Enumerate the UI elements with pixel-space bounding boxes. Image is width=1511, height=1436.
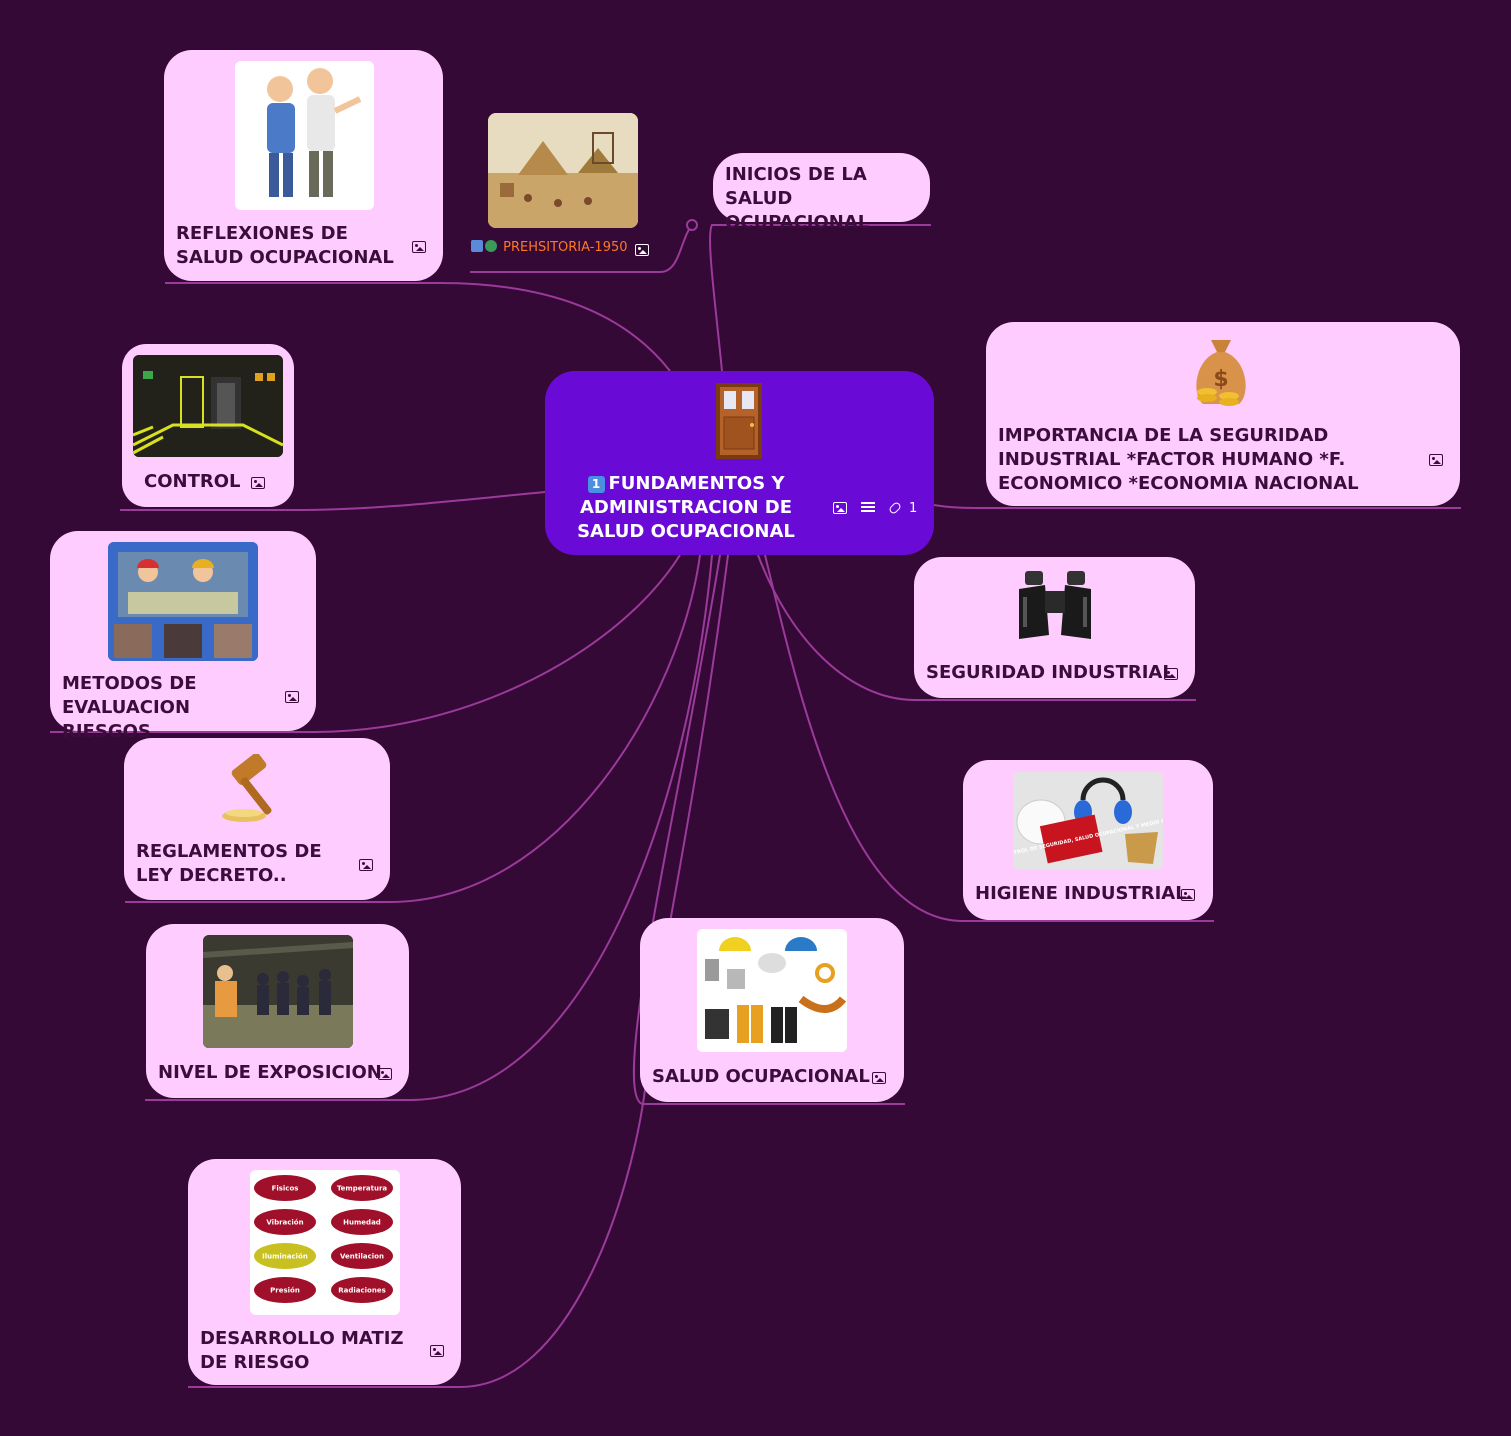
- metodos-label: METODOS DE EVALUACION RIESGOS: [62, 673, 197, 742]
- node-inicios[interactable]: INICIOS DE LA SALUD OCUPACIONAL: [713, 153, 930, 233]
- image-icon[interactable]: [251, 477, 265, 489]
- door-icon: [716, 383, 762, 459]
- image-icon[interactable]: [430, 1345, 444, 1357]
- edge-metodos: [50, 554, 681, 733]
- metodos-image: [108, 542, 258, 661]
- notes-icon[interactable]: [861, 502, 875, 514]
- svg-text:$: $: [1213, 367, 1228, 392]
- node-metodos[interactable]: METODOS DE EVALUACION RIESGOS: [50, 531, 316, 742]
- risk-pill: [254, 1277, 316, 1303]
- control-label: CONTROL: [144, 471, 241, 492]
- higiene-image: PARÁMETROS DE CONTROL DE SEGURIDAD, SALU…: [1013, 772, 1163, 869]
- control-image: [133, 355, 283, 457]
- risk-pill-label: Temperatura: [337, 1185, 388, 1193]
- reflexiones-label: REFLEXIONES DE SALUD OCUPACIONAL: [176, 223, 394, 268]
- money-bag-icon: $: [1196, 340, 1246, 406]
- edge-inicios: [709, 224, 931, 372]
- back-arrow-icon: [471, 240, 483, 252]
- node-higiene[interactable]: PARÁMETROS DE CONTROL DE SEGURIDAD, SALU…: [963, 760, 1213, 920]
- image-icon[interactable]: [1164, 668, 1178, 680]
- image-icon[interactable]: [635, 244, 649, 256]
- edge-prehistoria: [470, 224, 693, 273]
- reglamentos-label: REGLAMENTOS DE LEY DECRETO..: [136, 841, 322, 886]
- edge-nivel: [145, 554, 713, 1101]
- edge-reglamentos: [125, 554, 701, 903]
- node-control[interactable]: CONTROL: [122, 344, 294, 507]
- nivel-label: NIVEL DE EXPOSICION: [158, 1062, 382, 1083]
- risk-pill-label: Fisicos: [272, 1185, 299, 1193]
- link-count: 1: [909, 501, 918, 516]
- salud-image: [697, 929, 847, 1052]
- desarrollo-label: DESARROLLO MATIZ DE RIESGO: [200, 1328, 404, 1373]
- junction-dot: [686, 219, 698, 231]
- number-badge: 1: [587, 476, 605, 493]
- higiene-label: HIGIENE INDUSTRIAL: [975, 883, 1187, 904]
- binoculars-icon: [1019, 571, 1091, 639]
- link-icon[interactable]: [887, 500, 903, 516]
- image-icon[interactable]: [833, 502, 847, 514]
- risk-pill-label: Humedad: [343, 1219, 381, 1227]
- prehistoria-node[interactable]: PREHSITORIA-1950: [471, 240, 628, 255]
- image-icon[interactable]: [412, 241, 426, 253]
- node-salud[interactable]: SALUD OCUPACIONAL: [640, 918, 904, 1102]
- risk-pill: [331, 1243, 393, 1269]
- node-seguridad[interactable]: SEGURIDAD INDUSTRIAL: [914, 557, 1195, 698]
- gavel-icon: [222, 754, 272, 822]
- node-importancia[interactable]: $ IMPORTANCIA DE LA SEGURIDAD INDUSTRIAL…: [986, 322, 1460, 506]
- image-icon[interactable]: [1429, 454, 1443, 466]
- risk-pill-label: Iluminación: [262, 1253, 308, 1261]
- prehistoria-image[interactable]: [488, 113, 638, 228]
- risk-pill-label: Radiaciones: [338, 1287, 386, 1295]
- village-icon: [488, 113, 638, 228]
- node-reglamentos[interactable]: REGLAMENTOS DE LEY DECRETO..: [124, 738, 390, 900]
- elevator-icon: [133, 355, 283, 457]
- risk-pill: [331, 1175, 393, 1201]
- prehistoria-label: PREHSITORIA-1950: [503, 240, 628, 255]
- node-reflexiones[interactable]: REFLEXIONES DE SALUD OCUPACIONAL: [164, 50, 443, 281]
- image-icon[interactable]: [378, 1068, 392, 1080]
- edge-control: [120, 491, 546, 511]
- image-icon[interactable]: [359, 859, 373, 871]
- globe-icon: [485, 240, 497, 252]
- risk-pill: [331, 1277, 393, 1303]
- importancia-label: IMPORTANCIA DE LA SEGURIDAD INDUSTRIAL *…: [998, 425, 1359, 494]
- nivel-image: [203, 935, 353, 1048]
- risk-pill-label: Vibración: [266, 1219, 303, 1227]
- risk-pill: [331, 1209, 393, 1235]
- risk-pill-label: Presión: [270, 1287, 300, 1295]
- workers-photo-icon: [108, 542, 258, 661]
- edge-higiene: [764, 554, 1214, 922]
- image-icon[interactable]: [285, 691, 299, 703]
- reflexiones-image: [235, 61, 374, 210]
- edge-reflexiones: [165, 282, 671, 372]
- risk-pill: [254, 1209, 316, 1235]
- factory-workers-icon: [203, 935, 353, 1048]
- node-nivel[interactable]: NIVEL DE EXPOSICION: [146, 924, 409, 1098]
- ppe-sign-icon: PARÁMETROS DE CONTROL DE SEGURIDAD, SALU…: [1013, 772, 1163, 869]
- risk-pill: [254, 1175, 316, 1201]
- inicios-label: INICIOS DE LA SALUD OCUPACIONAL: [725, 164, 870, 233]
- businessmen-icon: [267, 68, 362, 197]
- image-icon[interactable]: [872, 1072, 886, 1084]
- salud-label: SALUD OCUPACIONAL: [652, 1066, 870, 1087]
- ppe-equipment-icon: [697, 929, 847, 1052]
- image-icon[interactable]: [1181, 889, 1195, 901]
- risk-pill-label: Ventilacion: [340, 1253, 384, 1261]
- seguridad-label: SEGURIDAD INDUSTRIAL: [926, 662, 1174, 683]
- risk-pill: [254, 1243, 316, 1269]
- edge-importancia: [933, 504, 1461, 509]
